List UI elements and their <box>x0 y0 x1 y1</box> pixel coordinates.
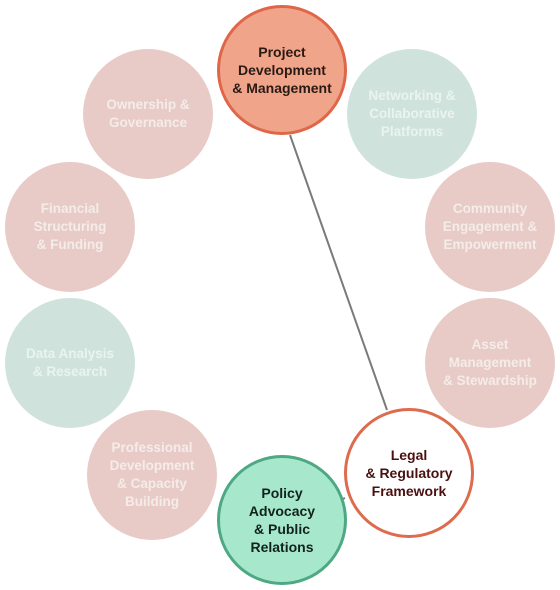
node-legal-framework[interactable]: Legal & Regulatory Framework <box>344 408 474 538</box>
node-label: Asset Management & Stewardship <box>443 337 537 388</box>
node-networking-platforms[interactable]: Networking & Collaborative Platforms <box>347 49 477 179</box>
node-label: Networking & Collaborative Platforms <box>368 88 456 139</box>
node-label: Ownership & Governance <box>106 97 190 130</box>
node-label: Financial Structuring & Funding <box>33 201 107 252</box>
node-label: Legal & Regulatory Framework <box>365 447 453 499</box>
node-label: Project Development & Management <box>232 44 332 96</box>
node-policy-advocacy[interactable]: Policy Advocacy & Public Relations <box>217 455 347 585</box>
node-professional-development[interactable]: Professional Development & Capacity Buil… <box>87 410 217 540</box>
node-label: Policy Advocacy & Public Relations <box>248 485 316 555</box>
node-label: Community Engagement & Empowerment <box>442 201 538 252</box>
node-ownership-governance[interactable]: Ownership & Governance <box>83 49 213 179</box>
node-project-development[interactable]: Project Development & Management <box>217 5 347 135</box>
node-label: Data Analysis & Research <box>25 346 115 379</box>
node-data-analysis[interactable]: Data Analysis & Research <box>5 298 135 428</box>
connector-project-to-legal <box>289 134 388 411</box>
node-label: Professional Development & Capacity Buil… <box>109 440 195 509</box>
node-financial-structuring[interactable]: Financial Structuring & Funding <box>5 162 135 292</box>
node-asset-management[interactable]: Asset Management & Stewardship <box>425 298 555 428</box>
node-community-engagement[interactable]: Community Engagement & Empowerment <box>425 162 555 292</box>
